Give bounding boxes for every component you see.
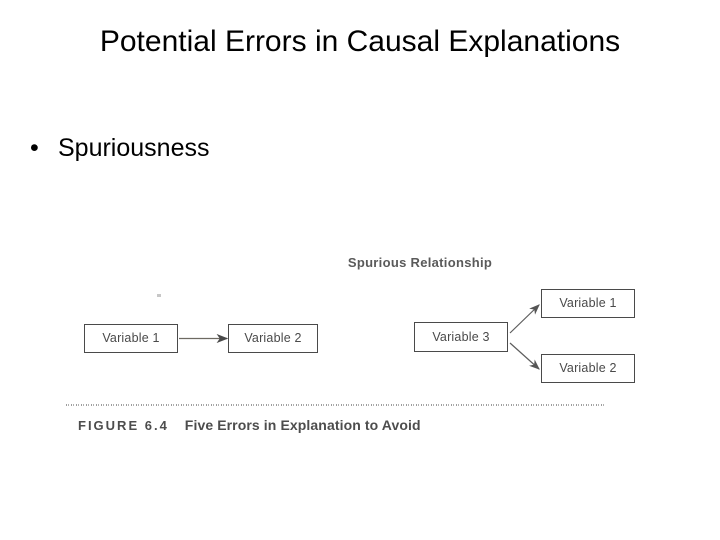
figure-divider-rule: [66, 404, 606, 406]
bullet-list: • Spuriousness: [30, 132, 680, 168]
diagram-box-right-variable-2: Variable 2: [541, 354, 635, 383]
arrow-right-var3-to-var2: [509, 342, 540, 370]
scanned-figure-image: Spurious Relationship Variable 1 Variabl…: [60, 245, 660, 445]
list-item: • Spuriousness: [30, 132, 680, 164]
arrow-right-var3-to-var1: [509, 304, 540, 334]
figure-caption-label: FIGURE 6.4: [78, 418, 169, 433]
diagram-box-right-variable-3: Variable 3: [414, 322, 508, 352]
figure-heading: Spurious Relationship: [347, 255, 493, 270]
diagram-box-left-variable-2: Variable 2: [228, 324, 318, 353]
figure-caption: FIGURE 6.4 Five Errors in Explanation to …: [78, 417, 421, 433]
page-title: Potential Errors in Causal Explanations: [99, 25, 621, 58]
diagram-box-left-variable-1: Variable 1: [84, 324, 178, 353]
figure-caption-title: Five Errors in Explanation to Avoid: [184, 417, 421, 433]
diagram-arrows: [179, 304, 540, 370]
bullet-item-label: Spuriousness: [58, 134, 210, 162]
scan-artifact-speck: [157, 294, 161, 297]
diagram-box-right-variable-1: Variable 1: [541, 289, 635, 318]
bullet-marker-icon: •: [30, 134, 39, 162]
